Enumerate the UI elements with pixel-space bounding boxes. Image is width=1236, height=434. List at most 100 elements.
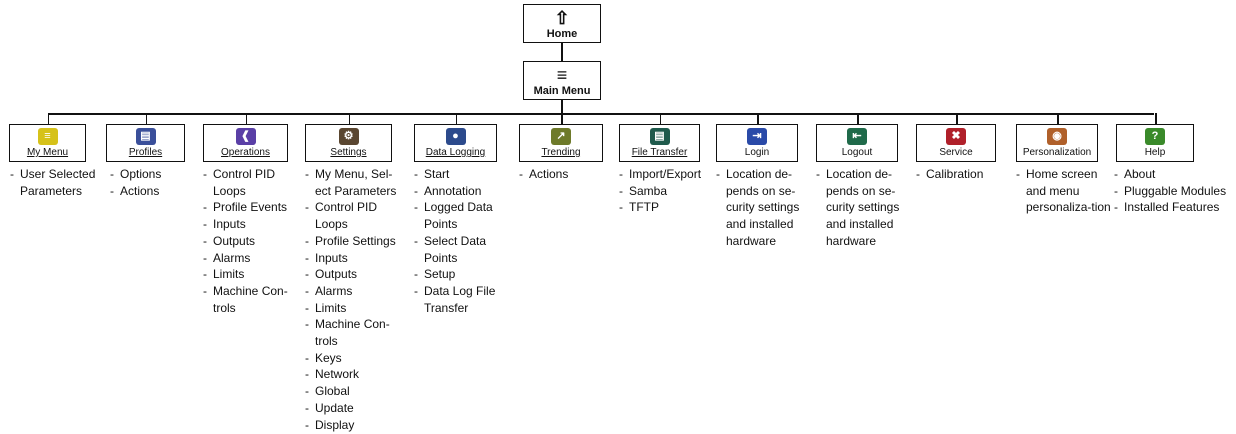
category-label: Service — [939, 147, 973, 158]
item-list-data-logging: -Start -Annotation -Logged Data Points-Sel… — [414, 166, 509, 316]
category-label: My Menu — [26, 147, 69, 158]
list-item: -Limits — [203, 267, 245, 282]
item-list-settings: -My Menu, Sel-ect Parameters-Control PID… — [305, 166, 405, 433]
connector-main-bus — [561, 100, 563, 114]
connector-logout — [857, 113, 859, 124]
settings-icon: ⚙ — [338, 128, 359, 145]
login-icon: ⇥ — [747, 128, 767, 145]
category-label: Logout — [841, 147, 873, 158]
list-item: -Location de-pends on se-curity settings… — [716, 167, 800, 248]
list-item: -Outputs — [305, 267, 358, 282]
list-item: -Home screen and menu personaliza-tion — [1016, 167, 1111, 215]
list-item: -Installed Features — [1114, 200, 1220, 215]
list-item: -Update — [305, 400, 354, 415]
my-menu-icon: ≡ — [37, 128, 58, 145]
list-item: -TFTP — [619, 200, 659, 215]
category-label: Personalization — [1022, 147, 1092, 158]
list-item: -User Selected Parameters — [10, 167, 96, 198]
list-item: -Display — [305, 417, 355, 432]
database-icon: ● — [445, 128, 466, 145]
category-logout: ⇤ Logout — [816, 124, 898, 162]
list-item: -Alarms — [203, 250, 251, 265]
personalization-icon: ◉ — [1047, 128, 1067, 145]
connector-help — [1155, 113, 1157, 124]
menu-icon: ≡ — [556, 65, 568, 85]
list-item: -Annotation — [414, 183, 482, 198]
home-label: Home — [546, 28, 578, 40]
list-item: -Logged Data Points — [414, 200, 493, 232]
category-personalization: ◉ Personalization — [1016, 124, 1098, 162]
item-list-login: -Location de-pends on se-curity settings… — [716, 166, 808, 250]
help-icon: ? — [1145, 128, 1165, 145]
list-item: -Options — [110, 167, 162, 181]
bus-line — [48, 113, 1154, 115]
connector-data-logging — [455, 113, 457, 124]
list-item: -Setup — [414, 267, 456, 282]
connector-service — [956, 113, 958, 124]
category-login: ⇥Login — [716, 124, 798, 162]
home-icon: ⇧ — [554, 8, 570, 28]
main-menu-label: Main Menu — [533, 85, 591, 97]
list-item: -Start — [414, 167, 450, 181]
logout-icon: ⇤ — [847, 128, 867, 145]
connector-file-transfer — [659, 113, 661, 124]
category-profiles: ▤ Profiles — [106, 124, 185, 162]
connector-trending — [561, 113, 563, 124]
category-my-menu: ≡ My Menu — [9, 124, 86, 162]
list-item: -Samba — [619, 183, 668, 198]
category-data-logging: ● Data Logging — [414, 124, 497, 162]
list-item: -Profile Settings — [305, 233, 396, 248]
list-item: -Pluggable Modules — [1114, 183, 1227, 198]
list-item: -Keys — [305, 350, 342, 365]
item-list-operations: -Control PID Loops -Profile Events -Inputs… — [203, 166, 303, 316]
category-label: Trending — [541, 147, 581, 158]
list-item: -Network — [305, 367, 360, 382]
item-list-service: -Calibration — [916, 166, 1008, 183]
category-label: Settings — [330, 147, 367, 158]
item-list-help: -About -Pluggable Modules -Installed Featu… — [1114, 166, 1232, 216]
list-item: -Import/Export — [619, 167, 702, 181]
list-item: -Select Data Points — [414, 233, 487, 265]
trending-icon: ↗ — [551, 128, 571, 145]
list-item: -Machine Con-trols — [203, 283, 288, 315]
connector-home-main — [561, 43, 563, 61]
main-menu-node: ≡ Main Menu — [523, 61, 601, 100]
category-label: Help — [1144, 147, 1166, 158]
list-item: -Control PID Loops — [305, 200, 378, 232]
category-label: Operations — [221, 147, 270, 158]
category-label: Data Logging — [425, 147, 486, 158]
list-item: -My Menu, Sel-ect Parameters — [305, 167, 397, 198]
category-label: Profiles — [128, 147, 163, 158]
list-item: -Control PID Loops — [203, 167, 276, 198]
file-transfer-icon: ▤ — [649, 128, 670, 145]
list-item: -Inputs — [203, 217, 246, 232]
item-list-file-transfer: -Import/Export -Samba -TFTP — [619, 166, 711, 216]
list-item: -Alarms — [305, 283, 353, 298]
category-trending: ↗ Trending — [519, 124, 603, 162]
item-list-personalization: -Home screen and menu personaliza-tion — [1016, 166, 1111, 216]
list-item: -Machine Con-trols — [305, 317, 390, 349]
category-operations: ❰ Operations — [203, 124, 288, 162]
connector-operations — [245, 113, 247, 124]
connector-settings — [348, 113, 350, 124]
connector-login — [757, 113, 759, 124]
category-file-transfer: ▤ File Transfer — [619, 124, 700, 162]
list-item: -Global — [305, 384, 350, 399]
list-item: -Limits — [305, 300, 347, 315]
operations-icon: ❰ — [235, 128, 256, 145]
list-item: -Profile Events — [203, 200, 288, 215]
list-item: -Actions — [110, 183, 160, 198]
profiles-icon: ▤ — [135, 128, 156, 145]
list-item: -Actions — [519, 167, 569, 181]
list-item: -Inputs — [305, 250, 348, 265]
service-icon: ✖ — [946, 128, 966, 145]
category-label: File Transfer — [631, 147, 688, 158]
list-item: -About — [1114, 167, 1156, 181]
item-list-profiles: -Options -Actions — [110, 166, 200, 199]
connector-personalization — [1057, 113, 1059, 124]
category-settings: ⚙ Settings — [305, 124, 392, 162]
item-list-trending: -Actions — [519, 166, 609, 183]
list-item: -Calibration — [916, 167, 984, 181]
list-item: -Location de-pends on se-curity settings… — [816, 167, 900, 248]
connector-profiles — [145, 113, 147, 124]
